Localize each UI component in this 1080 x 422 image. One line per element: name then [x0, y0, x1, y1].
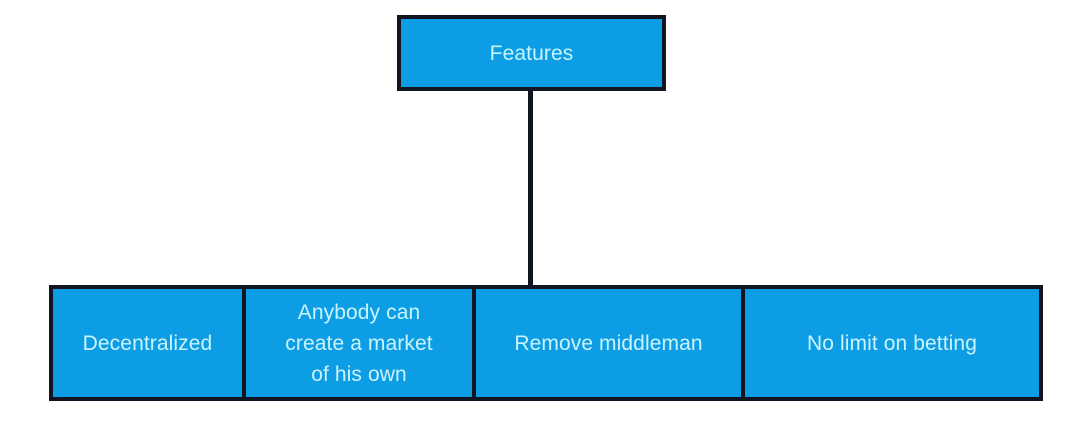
node-features[interactable]: Features — [397, 15, 666, 91]
node-remove-middleman[interactable]: Remove middleman — [472, 285, 745, 401]
child-node-row: Decentralized Anybody can create a marke… — [49, 285, 1043, 401]
node-no-limit-betting-label: No limit on betting — [807, 331, 977, 355]
node-decentralized-label: Decentralized — [82, 331, 213, 355]
node-decentralized[interactable]: Decentralized — [49, 285, 246, 401]
node-no-limit-betting[interactable]: No limit on betting — [741, 285, 1043, 401]
node-features-label: Features — [489, 41, 574, 65]
node-remove-middleman-label: Remove middleman — [514, 331, 703, 355]
node-anybody-market-label: Anybody can create a market of his own — [285, 300, 433, 386]
node-anybody-market[interactable]: Anybody can create a market of his own — [242, 285, 476, 401]
connector-line-root-to-children — [528, 89, 533, 287]
